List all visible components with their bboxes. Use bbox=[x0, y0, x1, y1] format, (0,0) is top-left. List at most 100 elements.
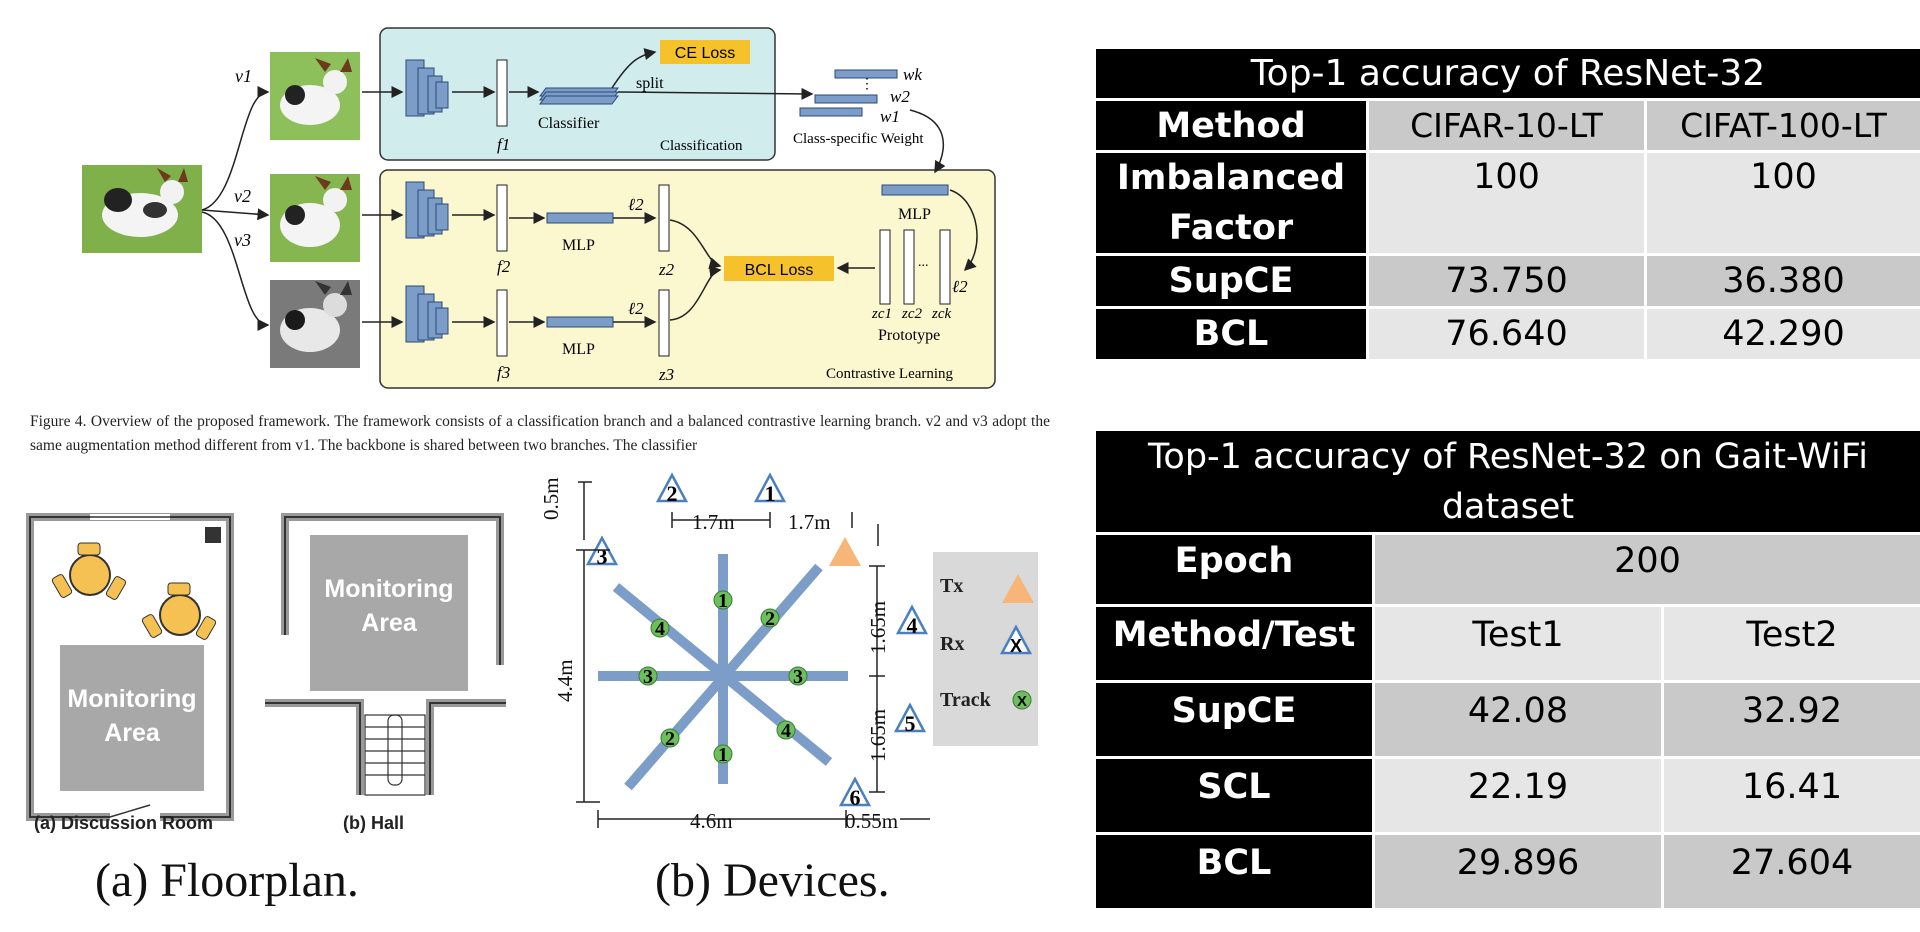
classifier-block bbox=[539, 87, 619, 105]
rx-6-icon bbox=[838, 776, 872, 807]
devices-caption: (b) Devices. bbox=[655, 854, 890, 907]
mlp-label-3: MLP bbox=[562, 341, 595, 358]
classification-label: Classification bbox=[660, 138, 743, 154]
weight-ellipsis: ⋮ bbox=[860, 77, 874, 92]
table1-header-method: Method bbox=[1093, 98, 1369, 153]
monitoring-area-hall-label: Monitoring Area bbox=[324, 575, 454, 637]
track-id-3a: 3 bbox=[643, 666, 653, 688]
dog-image-input bbox=[82, 165, 202, 253]
table2-value: 29.896 bbox=[1372, 832, 1664, 911]
table1-method-bcl: BCL bbox=[1093, 306, 1369, 362]
split-label: split bbox=[636, 75, 664, 92]
rx-id-1: 1 bbox=[765, 481, 776, 506]
track-id-4b: 4 bbox=[781, 720, 791, 742]
dim-0-5m: 0.5m bbox=[540, 477, 563, 520]
legend-tx-label: Tx bbox=[940, 575, 963, 597]
track-id-4a: 4 bbox=[655, 618, 665, 640]
view-label-1: v1 bbox=[235, 66, 252, 86]
table2-method-scl: SCL bbox=[1093, 756, 1375, 835]
dim-4-4m: 4.4m bbox=[553, 659, 577, 702]
figure-caption: Figure 4. Overview of the proposed frame… bbox=[30, 413, 1050, 454]
legend-tx-icon bbox=[1002, 574, 1034, 603]
mlp-block-3 bbox=[546, 316, 614, 328]
table2-value: 42.08 bbox=[1372, 680, 1664, 759]
classifier-label: Classifier bbox=[538, 115, 600, 132]
track-id-3b: 3 bbox=[793, 666, 803, 688]
weight-label-w2: w2 bbox=[890, 87, 910, 106]
feature-vector-f2 bbox=[496, 184, 508, 252]
table1-header-cifar100: CIFAT-100-LT bbox=[1644, 98, 1920, 153]
monitoring-area-room-label: Monitoring Area bbox=[67, 685, 197, 747]
table1-header-cifar10: CIFAR-10-LT bbox=[1366, 98, 1647, 153]
rx-3-icon bbox=[585, 535, 619, 566]
table-row: SupCE 73.750 36.380 bbox=[1093, 253, 1920, 309]
track-id-1a: 1 bbox=[718, 590, 728, 612]
dim-1-7m-a: 1.7m bbox=[692, 510, 735, 534]
legend-track-icon bbox=[1012, 690, 1032, 710]
prototype-label-zck: zck bbox=[931, 306, 951, 322]
table2-epoch-label: Epoch bbox=[1093, 532, 1375, 607]
weight-label-wk: wk bbox=[903, 65, 922, 84]
prototype-label-zc2: zc2 bbox=[901, 306, 922, 322]
track-id-1b: 1 bbox=[718, 744, 728, 766]
bcl-loss-box bbox=[724, 256, 834, 281]
table1-value: 73.750 bbox=[1366, 253, 1647, 309]
feature-vector-f3 bbox=[496, 289, 508, 357]
discussion-room-label: (a) Discussion Room bbox=[34, 813, 214, 833]
feature-label-f1: f1 bbox=[497, 135, 510, 154]
mlp-block-2 bbox=[546, 212, 614, 224]
backbone-2 bbox=[405, 181, 449, 239]
z-vector-2 bbox=[658, 184, 670, 252]
feature-vector-f1 bbox=[496, 59, 508, 127]
devices-diagram: 1 1 3 3 4 4 2 2 2 1 3 4 5 6 0.5m 4.4m bbox=[540, 472, 1038, 833]
mlp-block-proto bbox=[881, 184, 949, 196]
rx-2-icon bbox=[655, 472, 689, 503]
ce-loss-box bbox=[660, 40, 750, 64]
table1-method-supce: SupCE bbox=[1093, 253, 1369, 309]
tx-icon bbox=[829, 537, 861, 566]
backbone-1 bbox=[405, 59, 449, 117]
rx-4-icon bbox=[895, 604, 929, 635]
mlp-label-proto: MLP bbox=[898, 206, 931, 223]
rx-id-2: 2 bbox=[667, 481, 678, 506]
hall-label: (b) Hall bbox=[343, 813, 404, 833]
feature-label-f3: f3 bbox=[497, 363, 510, 382]
legend-rx-icon bbox=[999, 624, 1033, 655]
dog-image-view-1 bbox=[270, 52, 360, 140]
l2-label-2: ℓ2 bbox=[628, 195, 644, 214]
rx-id-6: 6 bbox=[850, 785, 861, 810]
rx-id-4: 4 bbox=[907, 613, 918, 638]
table2-value: 27.604 bbox=[1661, 832, 1920, 911]
table2-header-test2: Test2 bbox=[1661, 604, 1920, 683]
weight-label-w1: w1 bbox=[880, 107, 900, 126]
dog-image-view-2 bbox=[270, 174, 360, 262]
table2-method-bcl: BCL bbox=[1093, 832, 1375, 911]
z-label-3: z3 bbox=[658, 365, 674, 384]
track-id-2b: 2 bbox=[665, 728, 675, 750]
legend-rx-label: Rx bbox=[940, 633, 964, 655]
prototype-vector-2 bbox=[903, 229, 915, 305]
monitoring-area-hall bbox=[310, 535, 468, 691]
table1-factor-cifar100: 100 bbox=[1644, 150, 1920, 256]
prototype-label-zc1: zc1 bbox=[871, 306, 892, 322]
l2-label-proto: ℓ2 bbox=[952, 277, 968, 296]
table-row: BCL 76.640 42.290 bbox=[1093, 306, 1920, 362]
table2-title: Top-1 accuracy of ResNet-32 on Gait-WiFi… bbox=[1093, 428, 1920, 535]
bcl-loss-label: BCL Loss bbox=[745, 262, 814, 279]
table-gait-wifi-accuracy: Top-1 accuracy of ResNet-32 on Gait-WiFi… bbox=[1093, 428, 1920, 911]
rx-5-icon bbox=[893, 702, 927, 733]
prototype-ellipsis: ... bbox=[918, 255, 929, 270]
table-row: BCL 29.896 27.604 bbox=[1093, 832, 1920, 911]
table2-epoch-value: 200 bbox=[1372, 532, 1920, 607]
track-markers bbox=[638, 590, 808, 764]
legend-track-x: X bbox=[1017, 693, 1027, 710]
table1-factor-label: Imbalanced Factor bbox=[1093, 150, 1369, 256]
table1-value: 42.290 bbox=[1644, 306, 1920, 362]
dim-4-6m: 4.6m bbox=[690, 809, 733, 833]
table1-value: 76.640 bbox=[1366, 306, 1647, 362]
table2-value: 22.19 bbox=[1372, 756, 1664, 835]
dim-1-7m-b: 1.7m bbox=[788, 510, 831, 534]
view-label-3: v3 bbox=[234, 230, 251, 250]
dim-1-65m-b: 1.65m bbox=[866, 709, 890, 762]
l2-label-3: ℓ2 bbox=[628, 299, 644, 318]
